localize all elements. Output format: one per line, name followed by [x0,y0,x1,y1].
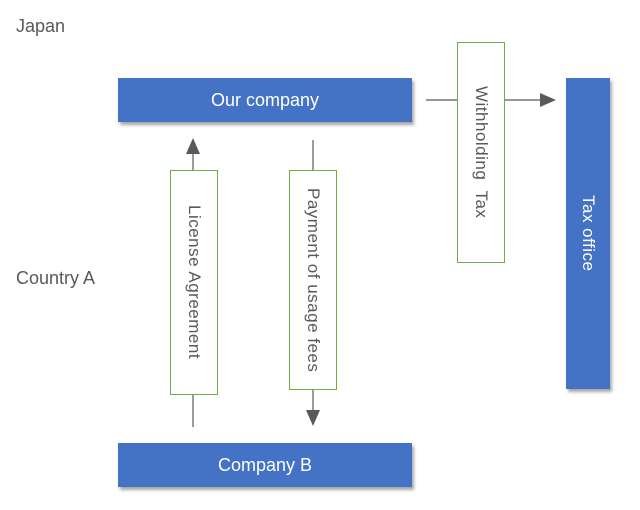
withholding-arrowhead [540,93,556,107]
node-tax-office: Tax office [566,78,610,389]
license-arrowhead [186,138,200,154]
node-our-company: Our company [118,78,412,122]
flow-license-agreement: License Agreement [170,170,218,395]
payment-arrowhead [306,410,320,426]
node-our-company-label: Our company [210,89,320,110]
region-label-country-a: Country A [16,268,96,288]
node-company-b: Company B [118,443,412,487]
flow-license-agreement-label: License Agreement [185,205,204,360]
flow-payment-label: Payment of usage fees [304,187,323,373]
flow-withholding-tax-label: Withholding Tax [472,86,491,219]
node-company-b-label: Company B [217,454,313,475]
node-tax-office-label: Tax office [579,195,598,272]
flow-payment-of-usage-fees: Payment of usage fees [289,170,337,390]
region-label-japan: Japan [16,16,66,36]
flow-withholding-tax: Withholding Tax [457,42,505,263]
